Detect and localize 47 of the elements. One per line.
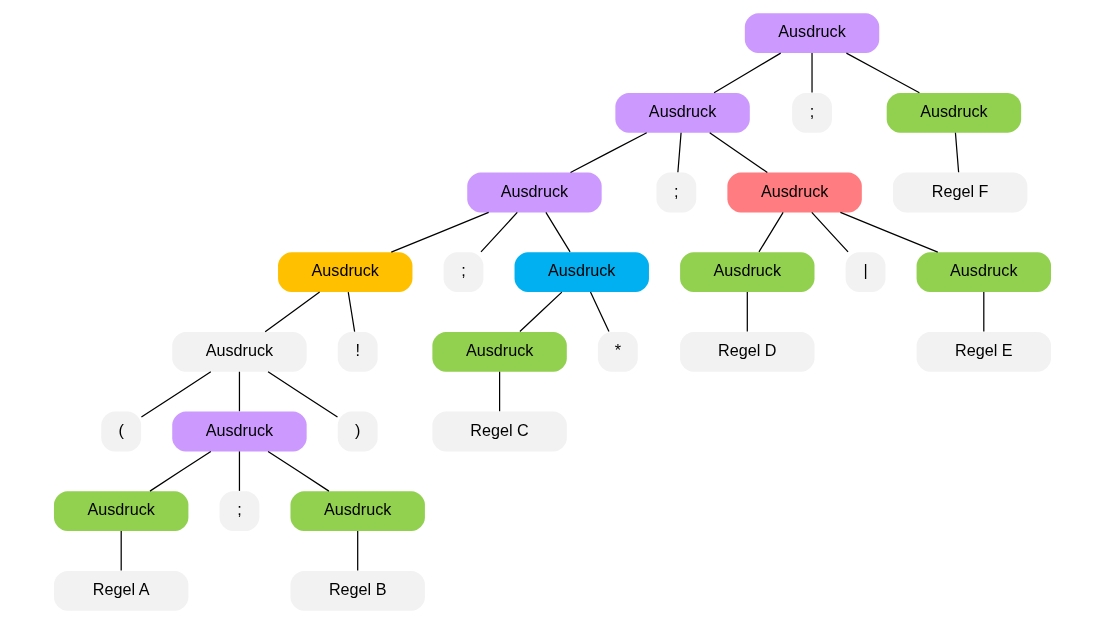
node-box: Ausdruck (514, 252, 649, 293)
node-box: Regel C (432, 411, 567, 452)
connector (677, 132, 682, 173)
connector (519, 291, 563, 333)
connector (120, 530, 122, 572)
node-box: Ausdruck (916, 252, 1051, 293)
node-box: Regel B (290, 570, 425, 611)
connector (267, 450, 330, 492)
node-box: Ausdruck (744, 13, 880, 54)
connector (264, 291, 321, 333)
connector (954, 132, 960, 173)
connector (149, 450, 212, 492)
connector (746, 291, 748, 333)
node-box: Regel F (892, 172, 1028, 213)
node-box: Ausdruck (172, 331, 307, 372)
node-box: Ausdruck (54, 491, 189, 532)
node-box: Ausdruck (680, 252, 815, 293)
connector (267, 371, 339, 418)
connector (845, 52, 920, 94)
node-box: Regel D (680, 331, 815, 372)
connector (499, 371, 501, 412)
node-box: Ausdruck (615, 92, 750, 133)
connector (347, 291, 356, 333)
connector (839, 211, 939, 253)
connector (589, 291, 610, 333)
node-box: Ausdruck (886, 92, 1022, 133)
node-box: Ausdruck (278, 252, 413, 293)
connector (480, 211, 518, 253)
node-box: Ausdruck (172, 411, 307, 452)
node-box: Ausdruck (290, 491, 425, 532)
connector (713, 52, 782, 94)
connector (238, 450, 241, 492)
connector (983, 291, 985, 333)
node-box: Ausdruck (727, 172, 862, 213)
connector (709, 132, 768, 174)
connector (238, 371, 241, 412)
node-box: Regel E (916, 331, 1051, 372)
connector (758, 211, 784, 253)
connector (390, 211, 490, 253)
node-box: Ausdruck (432, 331, 567, 372)
connector (357, 530, 359, 572)
node-box: Regel A (54, 570, 189, 611)
connector (545, 211, 571, 253)
connector (140, 371, 212, 418)
connector (811, 211, 849, 253)
connector (569, 132, 648, 174)
node-box: Ausdruck (467, 172, 602, 213)
